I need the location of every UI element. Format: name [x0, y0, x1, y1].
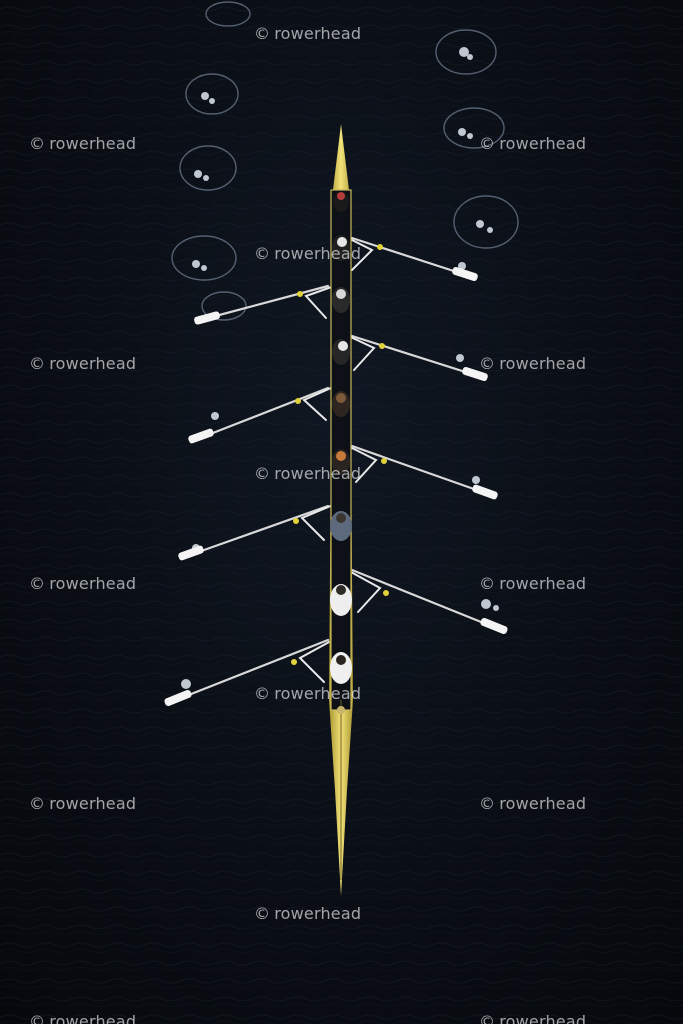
watermark: ©rowerhead	[254, 904, 362, 923]
watermark: ©rowerhead	[29, 1012, 137, 1024]
watermark: ©rowerhead	[29, 574, 137, 593]
riggers	[298, 233, 382, 683]
watermark: ©rowerhead	[479, 794, 587, 813]
splashes	[181, 47, 499, 689]
watermark: ©rowerhead	[254, 244, 362, 263]
watermark: ©rowerhead	[254, 684, 362, 703]
crew	[330, 192, 352, 714]
watermark: ©rowerhead	[29, 794, 137, 813]
watermark: ©rowerhead	[254, 464, 362, 483]
watermark: ©rowerhead	[29, 354, 137, 373]
watermark: ©rowerhead	[254, 24, 362, 43]
watermark: ©rowerhead	[479, 134, 587, 153]
oars	[164, 233, 508, 707]
watermark: ©rowerhead	[29, 134, 137, 153]
oar	[174, 284, 330, 702]
watermark: ©rowerhead	[479, 354, 587, 373]
watermark: ©rowerhead	[479, 1012, 587, 1024]
oar-collars	[291, 244, 389, 665]
watermark: ©rowerhead	[479, 574, 587, 593]
oar	[350, 236, 498, 630]
oar-puddles	[171, 1, 519, 321]
oar-blades	[164, 266, 508, 707]
